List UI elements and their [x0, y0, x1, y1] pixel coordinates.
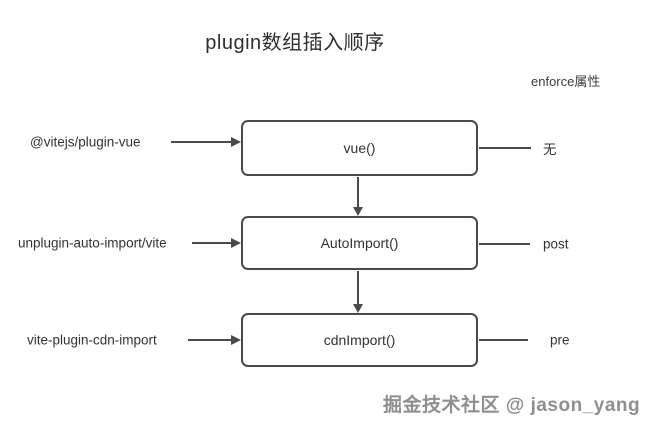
- node-box-autoimport: AutoImport(): [241, 216, 478, 270]
- package-label-plugin-vue: @vitejs/plugin-vue: [30, 134, 141, 150]
- flow-line-1-2: [357, 177, 359, 208]
- connector-line-row3: [479, 339, 528, 341]
- enforce-column-header: enforce属性: [531, 74, 601, 89]
- enforce-value-row3: pre: [550, 332, 570, 348]
- node-box-vue: vue(): [241, 120, 478, 176]
- arrow-line-row1: [171, 141, 232, 143]
- package-label-cdn-import: vite-plugin-cdn-import: [27, 332, 157, 348]
- arrowhead-down-icon: [353, 207, 363, 216]
- arrow-line-row3: [188, 339, 232, 341]
- arrowhead-right-icon: [231, 335, 241, 345]
- connector-line-row1: [479, 147, 531, 149]
- node-label-cdnimport: cdnImport(): [323, 332, 396, 348]
- enforce-value-row2: post: [543, 236, 569, 252]
- arrowhead-down-icon: [353, 304, 363, 313]
- enforce-value-row1: 无: [543, 142, 557, 157]
- node-box-cdnimport: cdnImport(): [241, 313, 478, 367]
- watermark: 掘金技术社区 @ jason_yang: [383, 395, 641, 416]
- arrow-line-row2: [192, 242, 232, 244]
- node-label-vue: vue(): [343, 140, 376, 156]
- package-label-auto-import: unplugin-auto-import/vite: [18, 235, 167, 251]
- connector-line-row2: [479, 243, 530, 245]
- node-label-autoimport: AutoImport(): [320, 235, 399, 251]
- diagram-title: plugin数组插入顺序: [205, 32, 385, 54]
- arrowhead-right-icon: [231, 137, 241, 147]
- flow-line-2-3: [357, 271, 359, 304]
- arrowhead-right-icon: [231, 238, 241, 248]
